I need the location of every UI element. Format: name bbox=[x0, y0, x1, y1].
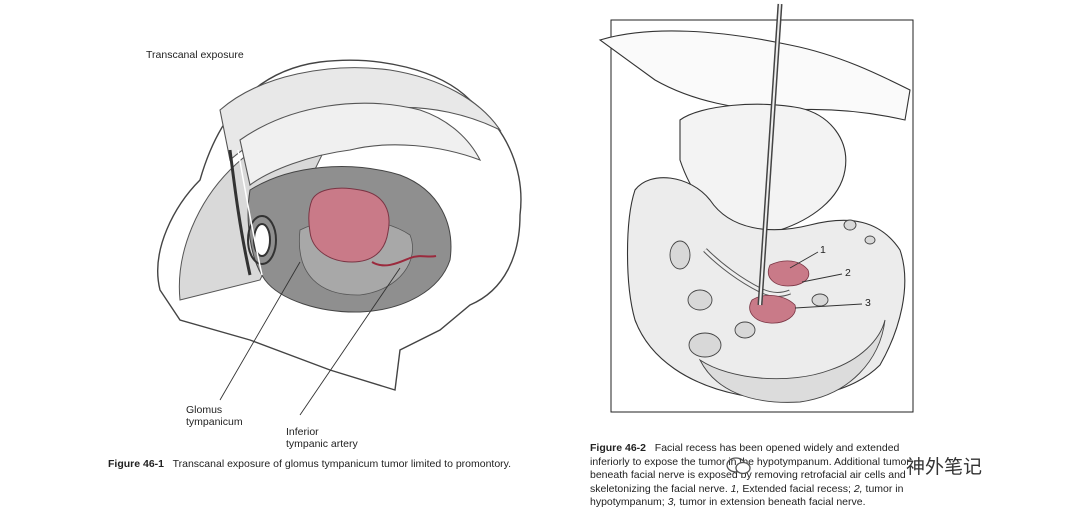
transcanal-exposure-label: Transcanal exposure bbox=[146, 49, 244, 61]
glomus-leader bbox=[219, 261, 301, 401]
legend-1-text: Extended facial recess; bbox=[742, 482, 851, 495]
callout-2-leader bbox=[801, 273, 843, 283]
inferior-tympanic-artery bbox=[371, 255, 437, 267]
caption-line-1: Facial recess has been opened widely and… bbox=[654, 442, 900, 454]
figure-46-1-caption: Figure 46-1 Transcanal exposure of glomu… bbox=[108, 458, 568, 472]
watermark: 神外笔记 bbox=[726, 452, 982, 479]
legend-3-text: tumor in extension beneath facial nerve. bbox=[679, 496, 866, 508]
legend-2b-text: hypotympanum; bbox=[590, 496, 665, 508]
legend-3-number: 3, bbox=[667, 496, 677, 508]
glomus-tumor bbox=[308, 187, 390, 263]
right-figure-frame bbox=[610, 19, 914, 413]
figure-46-2-number: Figure 46-2 bbox=[590, 442, 647, 454]
callout-2: 2 bbox=[845, 267, 851, 279]
tympanic-flap bbox=[219, 67, 502, 186]
watermark-text: 神外笔记 bbox=[906, 456, 983, 478]
stapes-ring bbox=[247, 215, 277, 265]
callout-1-leader bbox=[789, 251, 819, 269]
figure-46-1-number: Figure 46-1 bbox=[108, 458, 165, 470]
ear-canal-outline bbox=[157, 59, 522, 391]
figure-46-2-caption: Figure 46-2 Facial recess has been opene… bbox=[590, 442, 950, 510]
wechat-bubble-icon bbox=[726, 456, 751, 474]
caption-line-4: skeletonizing the facial nerve. bbox=[590, 482, 728, 495]
glomus-callout-line2: tympanicum bbox=[186, 416, 243, 428]
artery-callout-line2: tympanic artery bbox=[286, 438, 358, 450]
legend-2-text: tumor in bbox=[865, 482, 904, 495]
caption-line-3: beneath facial nerve is exposed by remov… bbox=[590, 469, 906, 481]
callout-3: 3 bbox=[865, 297, 871, 309]
figure-46-1-text: Transcanal exposure of glomus tympanicum… bbox=[172, 458, 512, 470]
malleus bbox=[228, 149, 252, 276]
air-cells bbox=[669, 219, 876, 358]
sinus-plate bbox=[698, 319, 886, 403]
artery-leader bbox=[299, 267, 401, 416]
callout-3-leader bbox=[794, 303, 863, 309]
artery-callout-line1: Inferior bbox=[286, 426, 319, 438]
glomus-callout-line1: Glomus bbox=[186, 404, 223, 416]
legend-1-number: 1, bbox=[730, 482, 740, 495]
legend-2-number: 2, bbox=[853, 482, 863, 495]
callout-1: 1 bbox=[820, 244, 826, 256]
caption-line-2: inferiorly to expose the tumor in the hy… bbox=[590, 455, 910, 468]
